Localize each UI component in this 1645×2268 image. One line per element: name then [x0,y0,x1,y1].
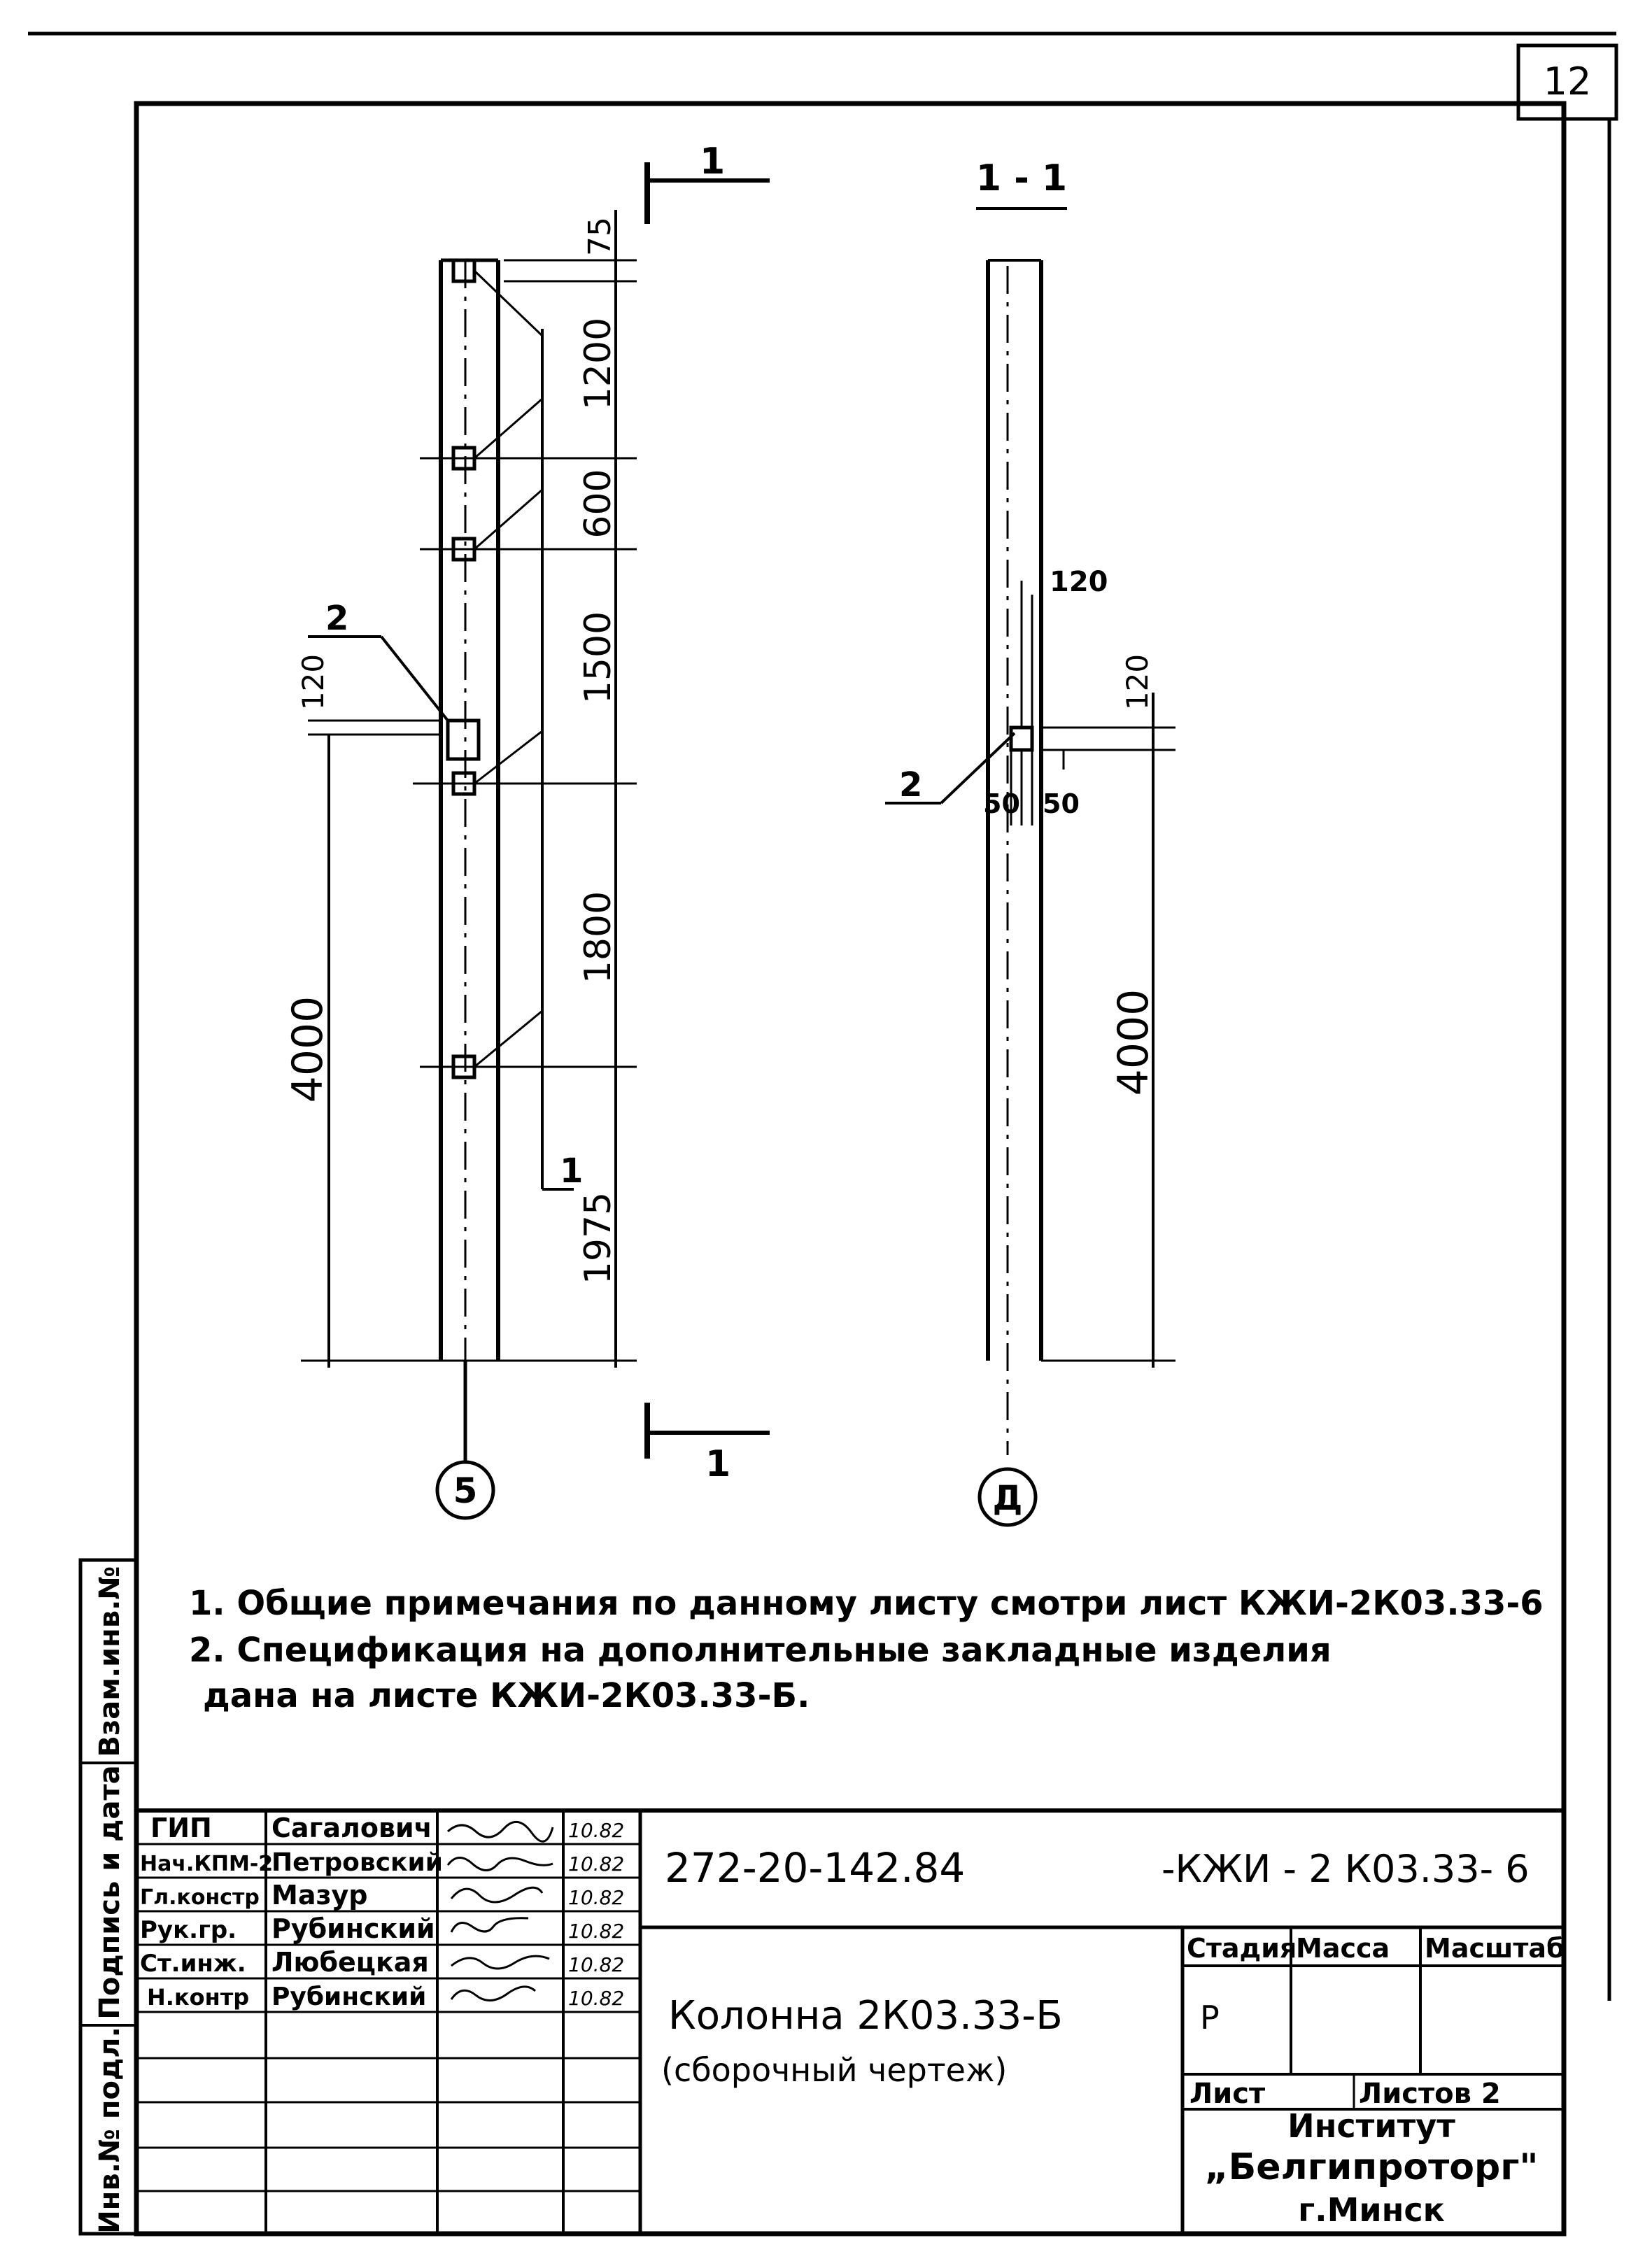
sheet-number-box [1516,43,1618,121]
signature [451,1955,550,1970]
side-stamp-signature-date: Подпись и дата [94,1765,126,2019]
right-view: 1 - 1 120 120 4000 50 50 2 Д [885,157,1175,1527]
dim-4000-right: 4000 [1109,989,1158,1096]
main-frame [134,101,1567,2237]
staff-name: Петровский [271,1848,443,1877]
leader-2 [940,732,1016,805]
axis-label-5: 5 [453,1470,478,1511]
staff-name: Рубинский [271,1913,435,1944]
axis-bubble-D [977,1467,1038,1527]
signature [450,1886,544,1904]
additional-plate [1009,725,1034,752]
staff-role: Рук.гр. [140,1916,236,1944]
staff-role: Ст.инж. [140,1950,246,1978]
staff-date: 10.82 [568,1852,624,1876]
staff-name: Любецкая [271,1947,429,1978]
signature [446,1821,554,1843]
col-stage: Стадия [1187,1933,1297,1964]
leader-1 [474,730,543,785]
org-line-3: г.Минск [1298,2191,1445,2229]
staff-date: 10.82 [568,1819,624,1842]
staff-date: 10.82 [568,1953,624,1976]
left-view: 1 2 75 1200 600 1500 1800 1975 4000 120 … [283,210,637,1520]
embedded-plate [451,258,476,283]
dim-120-top: 120 [1050,566,1108,598]
note-2-continued: дана на листе КЖИ-2К03.33-Б. [203,1676,810,1715]
staff-name: Мазур [271,1880,368,1911]
dim-50-b: 50 [1043,788,1080,819]
section-mark-bottom-label: 1 [705,1443,730,1485]
section-title: 1 - 1 [976,157,1067,199]
sheet-number: 12 [1544,59,1592,104]
note-1: 1. Общие примечания по данному листу смо… [189,1584,1544,1623]
dim-1975: 1975 [577,1192,619,1284]
staff-role: Нач.КПМ-2 [140,1852,273,1876]
additional-plate [446,718,481,761]
title-line-1: Колонна 2К03.33-Б [668,1993,1063,2039]
dim-75: 75 [582,217,618,256]
dim-120-right: 120 [1120,654,1155,710]
staff-name: Рубинский [271,1983,426,2011]
title-line-2: (сборочный чертеж) [661,2051,1007,2089]
note-2: 2. Спецификация на дополнительные заклад… [189,1631,1332,1670]
dim-1200: 1200 [577,318,619,410]
notes-block: 1. Общие примечания по данному листу смо… [189,1584,1544,1715]
staff-date: 10.82 [568,1987,624,2010]
callout-1-label: 1 [560,1151,583,1191]
staff-date: 10.82 [568,1886,624,1909]
axis-bubble-5 [435,1460,495,1520]
doc-code: 272-20-142.84 [665,1844,965,1892]
axis-label-D: Д [993,1479,1023,1518]
leader-1 [474,488,543,551]
signature [446,1857,553,1871]
dim-600: 600 [577,469,619,538]
staff-role: ГИП [150,1813,212,1843]
section-mark-bottom: 1 [644,1403,770,1485]
stage-value: Р [1200,1999,1220,2036]
dim-4000-left: 4000 [283,996,332,1103]
staff-name: Сагалович [271,1813,432,1843]
side-stamp-inv-no: Инв.№ подл. [94,2027,126,2234]
side-stamp: Инв.№ подл. Подпись и дата Взам.инв.№ [78,1558,139,2236]
leader-1 [474,397,543,460]
leader-1 [473,269,544,337]
callout-2-label: 2 [899,765,922,805]
leader-2 [380,635,449,722]
title-block: ГИП Сагалович 10.82 Нач.КПМ-2 Петровский… [136,1808,1565,2234]
signature [450,1985,537,2001]
dim-1800: 1800 [577,891,619,984]
dim-50-a: 50 [983,788,1020,819]
staff-role: Гл.констр [140,1885,260,1910]
doc-suffix: -КЖИ - 2 К03.33- 6 [1162,1847,1530,1891]
org-line-1: Институт [1287,2107,1455,2145]
signature [450,1917,529,1933]
dim-1500: 1500 [577,611,619,704]
sheets-label: Листов 2 [1359,2078,1501,2110]
section-mark-top-label: 1 [700,141,725,183]
section-mark-top: 1 [644,141,770,224]
staff-date: 10.82 [568,1920,624,1943]
side-stamp-replaces: Взам.инв.№ [94,1566,126,1757]
leader-1 [474,1009,543,1068]
sheet-label: Лист [1189,2078,1266,2110]
col-mass: Масса [1296,1933,1390,1964]
col-scale: Масштаб [1425,1933,1565,1964]
org-line-2: „Белгипроторг" [1205,2146,1539,2188]
dim-120-left: 120 [296,654,330,710]
callout-2-label: 2 [325,599,348,638]
staff-role: Н.контр [147,1984,249,2011]
